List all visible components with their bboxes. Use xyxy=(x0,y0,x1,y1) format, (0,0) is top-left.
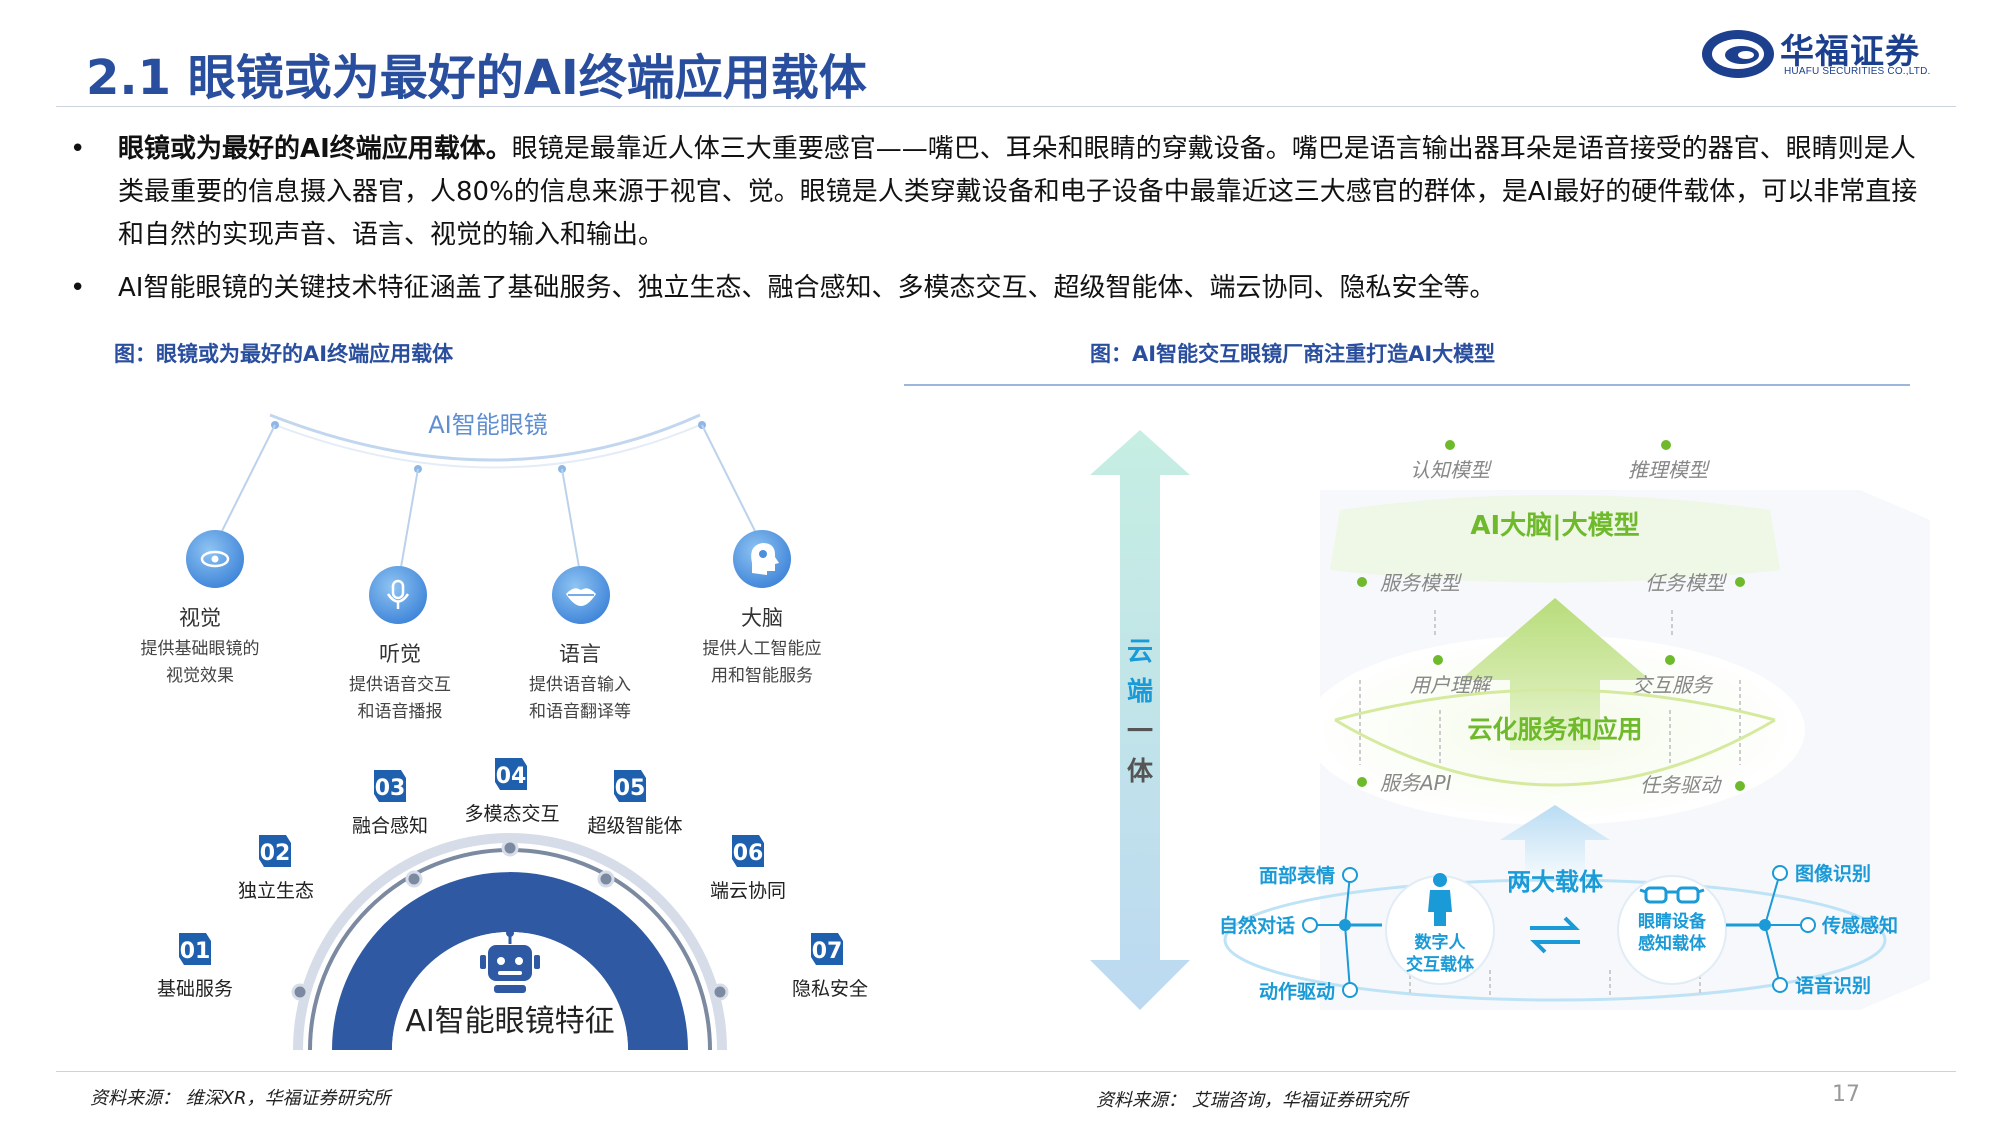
feature-num: 04 xyxy=(496,764,527,789)
feature-label: 基础服务 xyxy=(157,978,233,1000)
header-divider xyxy=(56,106,1956,107)
sense-name: 大脑 xyxy=(741,606,783,630)
eye-icon xyxy=(200,550,230,568)
cloud-edge-arrow: 云 端 一 体 xyxy=(1090,430,1190,1010)
sense-node-language: 语言 提供语音输入 和语音翻译等 xyxy=(529,566,631,722)
bullet-marker: • xyxy=(70,273,86,303)
right-figure-diagram: 云 端 一 体 认知模型 推理模型 AI大脑|大模型 服务模型 用户理解 服务A… xyxy=(1090,430,1930,1010)
top-model-label: 认知模型 xyxy=(1410,458,1493,482)
bullet-text: AI智能眼镜的关键技术特征涵盖了基础服务、独立生态、融合感知、多模态交互、超级智… xyxy=(118,273,1496,303)
sense-desc: 用和智能服务 xyxy=(711,666,813,686)
microphone-icon xyxy=(386,579,410,609)
left-node-label: 自然对话 xyxy=(1219,914,1295,937)
sense-desc: 视觉效果 xyxy=(166,666,234,686)
feature-badge-05: 05 超级智能体 xyxy=(587,770,683,837)
carrier-right-label: 眼睛设备 xyxy=(1638,911,1707,932)
feature-label: 融合感知 xyxy=(352,815,428,837)
right-figure-caption: 图：AI智能交互眼镜厂商注重打造AI大模型 xyxy=(1090,342,1496,366)
top-model-label: 推理模型 xyxy=(1628,458,1711,482)
mid-left-label: 服务模型 xyxy=(1380,571,1463,595)
right-node-label: 图像识别 xyxy=(1795,862,1871,885)
left-source-note: 资料来源： 维深XR，华福证券研究所 xyxy=(90,1088,391,1109)
arc-title: AI智能眼镜 xyxy=(428,411,548,439)
feature-label: 隐私安全 xyxy=(792,978,868,1000)
feature-num: 05 xyxy=(615,776,646,801)
feature-badge-01: 01 基础服务 xyxy=(157,933,233,1000)
huafu-logo-icon xyxy=(1702,30,1774,78)
feature-arc-band xyxy=(332,872,688,1050)
feature-num: 03 xyxy=(375,776,406,801)
footer-divider xyxy=(56,1071,1956,1072)
mid-right-label: 交互服务 xyxy=(1632,673,1714,697)
sense-name: 听觉 xyxy=(379,642,421,666)
right-node-label: 传感感知 xyxy=(1821,914,1898,937)
feature-num: 02 xyxy=(260,841,291,866)
lips-icon xyxy=(566,588,596,606)
company-logo: 华福证券 HUAFU SECURITIES CO.,LTD. xyxy=(1700,24,1940,84)
feature-badge-07: 07 隐私安全 xyxy=(792,933,868,1000)
feature-num: 01 xyxy=(180,939,211,964)
left-figure-caption: 图：眼镜或为最好的AI终端应用载体 xyxy=(114,342,454,366)
logo-text-en: HUAFU SECURITIES CO.,LTD. xyxy=(1784,66,1931,77)
side-label-char: 体 xyxy=(1127,757,1154,787)
sense-desc: 提供基础眼镜的 xyxy=(141,639,260,659)
robot-icon xyxy=(480,929,540,993)
bullet-text: 眼镜是最靠近人体三大重要感官——嘴巴、耳朵和眼睛的穿戴设备。嘴巴是语言输出器耳朵… xyxy=(118,134,1918,250)
side-label-char: 云 xyxy=(1127,637,1153,667)
sense-desc: 和语音播报 xyxy=(358,702,443,722)
side-label-char: 一 xyxy=(1127,717,1153,747)
brain-label: AI大脑|大模型 xyxy=(1470,511,1639,541)
feature-label: 超级智能体 xyxy=(587,815,682,837)
carrier-left-label: 数字人 xyxy=(1415,932,1467,953)
sense-name: 语言 xyxy=(559,642,601,666)
left-node-label: 面部表情 xyxy=(1259,864,1335,887)
sense-desc: 提供语音交互 xyxy=(349,675,451,695)
feature-num: 07 xyxy=(812,939,843,964)
feature-badge-03: 03 融合感知 xyxy=(352,770,428,837)
feature-badge-02: 02 独立生态 xyxy=(238,835,314,902)
carrier-right-label: 感知载体 xyxy=(1638,933,1707,954)
sense-desc: 提供人工智能应 xyxy=(703,639,822,659)
bullet-marker: • xyxy=(70,134,86,164)
feature-badge-04: 04 多模态交互 xyxy=(464,758,560,825)
feature-center-label: AI智能眼镜特征 xyxy=(405,1004,614,1039)
bullet-item: • AI智能眼镜的关键技术特征涵盖了基础服务、独立生态、融合感知、多模态交互、超… xyxy=(70,267,1940,310)
sense-desc: 提供语音输入 xyxy=(529,675,631,695)
brain-head-icon xyxy=(751,543,779,575)
sense-desc: 和语音翻译等 xyxy=(529,702,631,722)
blue-up-arrow xyxy=(1500,805,1610,890)
sense-node-vision: 视觉 提供基础眼镜的 视觉效果 xyxy=(141,530,260,686)
right-source-note: 资料来源： 艾瑞咨询，华福证券研究所 xyxy=(1096,1090,1408,1111)
right-caption-underline xyxy=(904,384,1910,386)
glasses-icon xyxy=(1639,886,1705,904)
left-figure-diagram: AI智能眼镜 视觉 提供基础眼镜的 视觉效果 听觉 提供语音交互 和语音播报 xyxy=(141,411,868,1050)
cloud-label: 云化服务和应用 xyxy=(1467,715,1642,744)
feature-label: 端云协同 xyxy=(710,880,786,902)
feature-badge-06: 06 端云协同 xyxy=(710,835,786,902)
sense-name: 视觉 xyxy=(179,606,221,630)
logo-text-cn: 华福证券 xyxy=(1780,32,1920,72)
left-node-label: 动作驱动 xyxy=(1259,980,1335,1003)
bullet-item: • 眼镜或为最好的AI终端应用载体。眼镜是最靠近人体三大重要感官——嘴巴、耳朵和… xyxy=(70,128,1940,257)
top-arc xyxy=(269,413,701,462)
side-label-char: 端 xyxy=(1127,677,1153,707)
bullet-list: • 眼镜或为最好的AI终端应用载体。眼镜是最靠近人体三大重要感官——嘴巴、耳朵和… xyxy=(70,128,1940,320)
mid-left-label: 服务API xyxy=(1380,771,1452,795)
right-node-label: 语音识别 xyxy=(1795,974,1871,997)
exchange-arrows-icon xyxy=(1530,916,1580,954)
carrier-left-label: 交互载体 xyxy=(1406,954,1475,975)
mid-right-label: 任务驱动 xyxy=(1640,773,1722,797)
carriers-title: 两大载体 xyxy=(1507,868,1604,896)
page-title: 2.1 眼镜或为最好的AI终端应用载体 xyxy=(86,50,867,106)
bullet-bold-lead: 眼镜或为最好的AI终端应用载体。 xyxy=(118,134,512,164)
sense-node-brain: 大脑 提供人工智能应 用和智能服务 xyxy=(703,530,822,686)
feature-num: 06 xyxy=(733,841,764,866)
page-number: 17 xyxy=(1832,1082,1860,1107)
mid-right-label: 任务模型 xyxy=(1645,571,1728,595)
feature-label: 多模态交互 xyxy=(464,803,559,825)
sense-node-hearing: 听觉 提供语音交互 和语音播报 xyxy=(349,566,451,722)
feature-label: 独立生态 xyxy=(238,880,314,902)
person-icon xyxy=(1428,873,1452,926)
green-up-arrow xyxy=(1460,598,1650,750)
